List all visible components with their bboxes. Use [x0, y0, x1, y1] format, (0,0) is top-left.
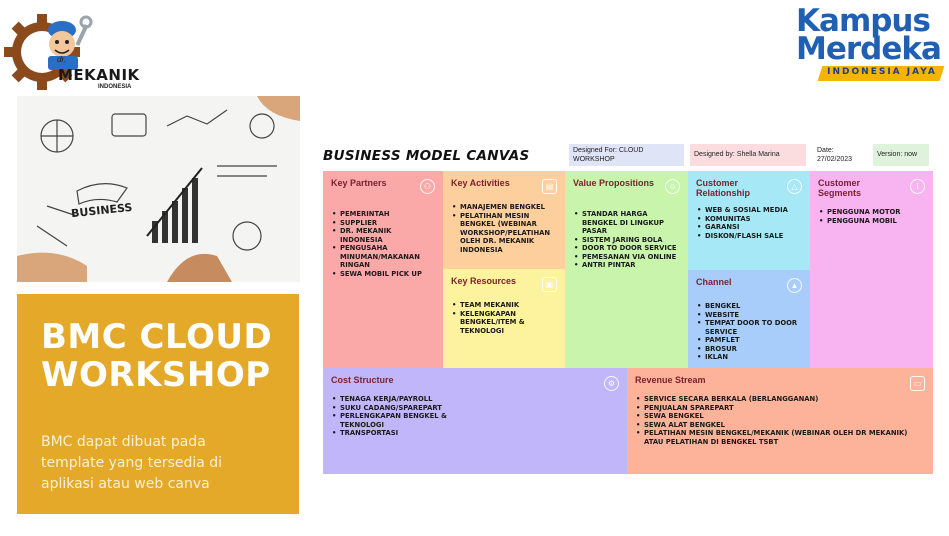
list-item: Service Secara Berkala (Berlangganan) [635, 395, 925, 404]
cost-structure-title: Cost Structure [331, 375, 394, 385]
key-activities-title: Key Activities [451, 178, 510, 188]
list-item: Sewa Alat Bengkel [635, 421, 925, 430]
list-item: Pemesanan via Online [573, 253, 680, 262]
dr-mekanik-logo: dr. MEKANIK INDONESIA [0, 8, 140, 93]
list-item: Pemerintah [331, 210, 435, 219]
channel-list: Bengkel Website Tempat Door to Door Serv… [696, 302, 802, 362]
value-propositions-list: Standar Harga Bengkel di Lingkup Pasar S… [573, 210, 680, 270]
designed-by-box: Designed by: Shella Marina [690, 144, 806, 166]
list-item: Sewa Bengkel [635, 412, 925, 421]
value-propositions-title: Value Propositions [573, 178, 655, 188]
value-icon: ☺ [665, 179, 680, 194]
resources-icon: ▣ [542, 277, 557, 292]
list-item: Tempat Door to Door Service [696, 319, 802, 336]
version-box: Version: now [873, 144, 929, 166]
customer-segments-cell: Customer Segments i Pengguna Motor Pengg… [810, 171, 933, 368]
business-sketch-photo: BUSINESS [17, 96, 300, 282]
designed-for-box: Designed For: CLOUD WORKSHOP [569, 144, 684, 166]
list-item: Brosur [696, 345, 802, 354]
activities-icon: ▤ [542, 179, 557, 194]
logo-sub: INDONESIA [98, 84, 132, 90]
list-item: Pengguna Mobil [818, 217, 925, 226]
customer-relationship-title: Customer Relationship [696, 178, 751, 198]
list-item: Pelatihan Mesin Bengkel (Webinar worksho… [451, 212, 557, 255]
key-resources-cell: Key Resources ▣ Team Mekanik Kelengkapan… [443, 269, 565, 368]
list-item: Standar Harga Bengkel di Lingkup Pasar [573, 210, 680, 236]
list-item: Perlengkapan Bengkel & Teknologi [331, 412, 451, 429]
cost-structure-cell: Cost Structure ⚙ Tenaga Kerja/Payroll Su… [323, 368, 627, 474]
key-partners-title: Key Partners [331, 178, 387, 188]
list-item: Supplier [331, 219, 435, 228]
key-activities-cell: Key Activities ▤ Manajemen Bengkel Pelat… [443, 171, 565, 269]
list-item: Iklan [696, 353, 802, 362]
list-item: Transportasi [331, 429, 619, 438]
list-item: Diskon/Flash Sale [696, 232, 802, 241]
list-item: Garansi [696, 223, 802, 232]
list-item: Kelengkapan Bengkel/Item & Teknologi [451, 310, 557, 336]
list-item: Web & Sosial Media [696, 206, 802, 215]
key-activities-list: Manajemen Bengkel Pelatihan Mesin Bengke… [451, 203, 557, 254]
list-item: Team Mekanik [451, 301, 557, 310]
customer-segments-title: Customer Segments [818, 178, 862, 198]
list-item: Sistem Jaring Bola [573, 236, 680, 245]
revenue-icon: ▭ [910, 376, 925, 391]
partners-icon: ⚇ [420, 179, 435, 194]
list-item: Suku Cadang/Sparepart [331, 404, 619, 413]
logo-merdeka-text: Merdeka [796, 31, 942, 67]
segments-icon: i [910, 179, 925, 194]
relationship-icon: △ [787, 179, 802, 194]
cost-structure-list: Tenaga Kerja/Payroll Suku Cadang/Sparepa… [331, 395, 619, 438]
page-title: BMC CLOUD WORKSHOP [41, 317, 273, 395]
list-item: Tenaga Kerja/Payroll [331, 395, 619, 404]
list-item: Penjualan Sparepart [635, 404, 925, 413]
key-resources-title: Key Resources [451, 276, 517, 286]
key-partners-cell: Key Partners ⚇ Pemerintah Supplier Dr. M… [323, 171, 443, 368]
kampus-merdeka-logo: Kampus Merdeka INDONESIA JAYA [792, 3, 945, 92]
list-item: Pelatihan Mesin Bengkel/Mekanik (Webinar… [635, 429, 925, 446]
revenue-stream-cell: Revenue Stream ▭ Service Secara Berkala … [627, 368, 933, 474]
customer-relationship-cell: Customer Relationship △ Web & Sosial Med… [688, 171, 810, 270]
title-panel: BMC CLOUD WORKSHOP BMC dapat dibuat pada… [17, 294, 299, 514]
list-item: Dr. Mekanik Indonesia [331, 227, 435, 244]
logo-kampus-text: Kampus [796, 3, 931, 39]
channel-cell: Channel ▲ Bengkel Website Tempat Door to… [688, 270, 810, 368]
logo-brand: MEKANIK [58, 66, 140, 84]
customer-segments-list: Pengguna Motor Pengguna Mobil [818, 208, 925, 225]
title-description: BMC dapat dibuat pada template yang ters… [41, 434, 223, 492]
list-item: Pamflet [696, 336, 802, 345]
list-item: Pengguna Motor [818, 208, 925, 217]
logo-prefix: dr. [57, 55, 67, 64]
key-partners-list: Pemerintah Supplier Dr. Mekanik Indonesi… [331, 210, 435, 278]
list-item: Komunitas [696, 215, 802, 224]
list-item: Manajemen Bengkel [451, 203, 557, 212]
channel-icon: ▲ [787, 278, 802, 293]
list-item: Antri Pintar [573, 261, 680, 270]
list-item: Sewa mobil pick up [331, 270, 435, 279]
revenue-stream-title: Revenue Stream [635, 375, 706, 385]
list-item: Pengusaha Minuman/Makanan Ringan [331, 244, 435, 270]
revenue-stream-list: Service Secara Berkala (Berlangganan) Pe… [635, 395, 925, 446]
list-item: Door to Door Service [573, 244, 680, 253]
value-propositions-cell: Value Propositions ☺ Standar Harga Bengk… [565, 171, 688, 368]
list-item: Website [696, 311, 802, 320]
key-resources-list: Team Mekanik Kelengkapan Bengkel/Item & … [451, 301, 557, 335]
channel-title: Channel [696, 277, 732, 287]
logo-band-text: INDONESIA JAYA [827, 67, 937, 77]
customer-relationship-list: Web & Sosial Media Komunitas Garansi Dis… [696, 206, 802, 240]
date-box: Date: 27/02/2023 [813, 144, 869, 166]
list-item: Bengkel [696, 302, 802, 311]
canvas-title: BUSINESS MODEL CANVAS [323, 148, 530, 164]
cost-icon: ⚙ [604, 376, 619, 391]
